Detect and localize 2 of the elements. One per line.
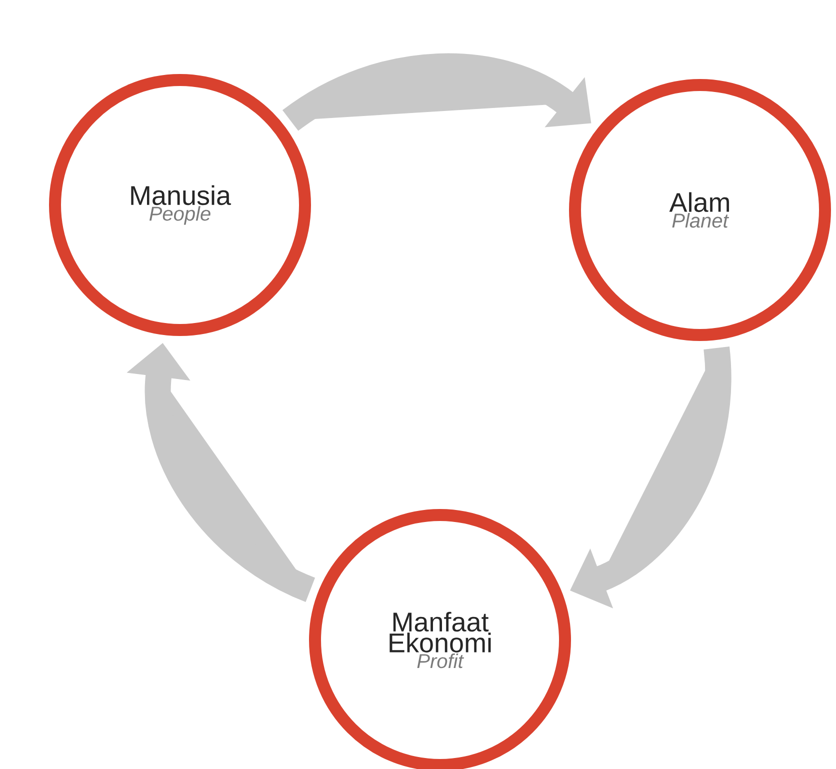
circle-node: Manusia People (49, 74, 311, 336)
circle-node: Alam Planet (569, 79, 831, 341)
